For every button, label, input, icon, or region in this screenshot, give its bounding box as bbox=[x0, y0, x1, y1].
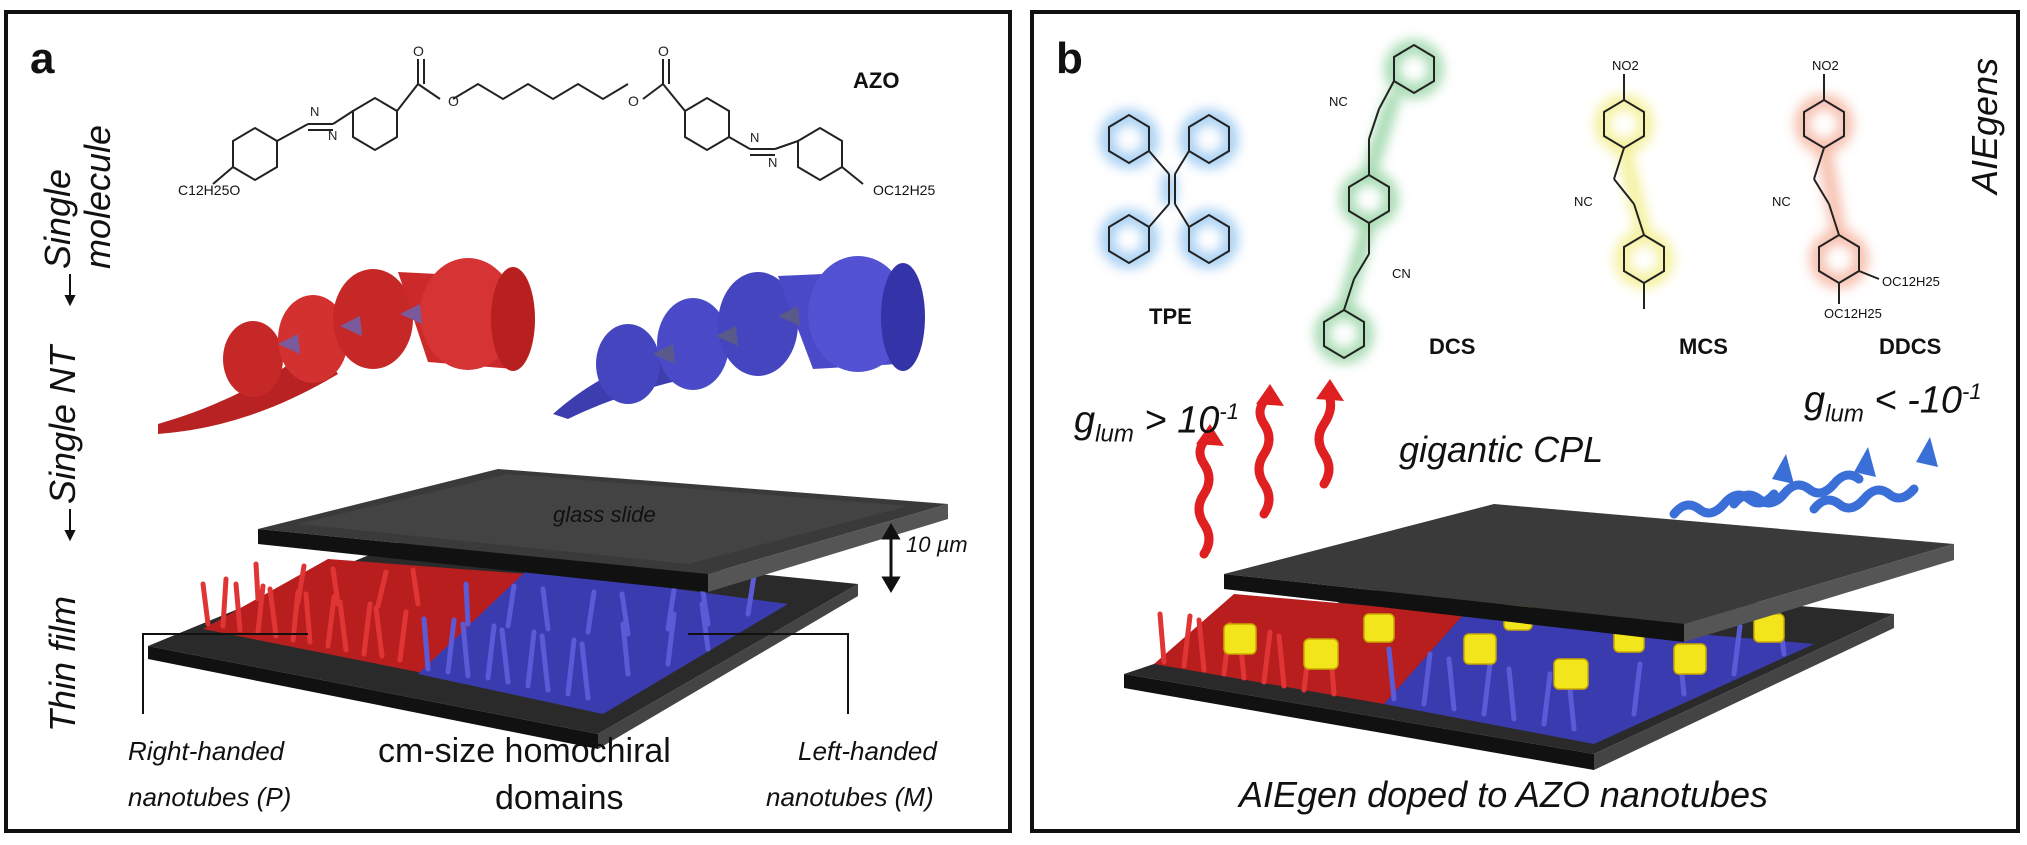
blue-nanotube bbox=[553, 256, 925, 419]
cpl-arrows-red bbox=[1194, 379, 1344, 559]
panel-b-letter: b bbox=[1056, 34, 1083, 83]
glum-right-g: g bbox=[1804, 379, 1826, 422]
azo-right-tail: OC12H25 bbox=[873, 182, 936, 198]
left-handed-label-2: nanotubes (M) bbox=[766, 782, 934, 812]
callout-lines bbox=[142, 633, 849, 714]
dcs-label: DCS bbox=[1429, 334, 1476, 359]
glum-right-label: glum < -10-1 bbox=[1804, 379, 1982, 428]
cpl-arrows-blue bbox=[1669, 437, 1938, 519]
thin-film-device bbox=[148, 469, 948, 749]
red-nanotube bbox=[158, 258, 535, 434]
svg-text:N: N bbox=[768, 155, 777, 170]
panel-a-graphics: O O O O N N N N bbox=[64, 43, 948, 749]
side-label-single-molecule: Single molecule bbox=[37, 124, 118, 269]
domains-label-2: domains bbox=[495, 779, 624, 817]
svg-text:N: N bbox=[310, 104, 319, 119]
glum-right-value: < -10 bbox=[1863, 379, 1963, 422]
glum-right-exp: -1 bbox=[1962, 379, 1982, 404]
gap-label: 10 µm bbox=[906, 532, 968, 557]
left-handed-label-1: Left-handed bbox=[798, 736, 937, 766]
ddcs-nitro-label: NO2 bbox=[1812, 58, 1839, 73]
ddcs-structure bbox=[1795, 74, 1880, 304]
svg-text:O: O bbox=[628, 93, 639, 109]
glum-left-sub: lum bbox=[1095, 420, 1134, 448]
svg-text:O: O bbox=[448, 93, 459, 109]
mcs-structure bbox=[1595, 74, 1673, 309]
panel-a-letter: a bbox=[30, 34, 55, 83]
tpe-structure bbox=[1100, 110, 1238, 268]
svg-text:O: O bbox=[413, 43, 424, 59]
side-label-thin-film: Thin film bbox=[42, 595, 83, 732]
svg-text:N: N bbox=[328, 128, 337, 143]
panel-b-graphics bbox=[1100, 40, 1954, 770]
dcs-cn2-label: CN bbox=[1392, 266, 1411, 281]
side-label-single-nt: Single NT bbox=[42, 345, 83, 504]
glum-left-g: g bbox=[1074, 399, 1096, 442]
ddcs-cn-label: NC bbox=[1772, 194, 1791, 209]
right-handed-label-1: Right-handed bbox=[128, 736, 285, 766]
glum-left-exp: -1 bbox=[1219, 399, 1239, 424]
gigantic-cpl-label: gigantic CPL bbox=[1399, 429, 1604, 470]
svg-text:O: O bbox=[658, 43, 669, 59]
glum-left-label: glum > 10-1 bbox=[1074, 399, 1239, 448]
azo-label: AZO bbox=[853, 68, 900, 93]
azo-molecule-structure bbox=[212, 59, 864, 185]
panel-b: b AIEgens TPE DCS MCS DDCS NC CN NO2 NC … bbox=[1030, 10, 2020, 833]
glum-left-value: > 10 bbox=[1133, 399, 1220, 442]
aiegens-label: AIEgens bbox=[1964, 57, 2005, 194]
tpe-label: TPE bbox=[1149, 304, 1192, 329]
mcs-nitro-label: NO2 bbox=[1612, 58, 1639, 73]
glass-slide-label: glass slide bbox=[553, 502, 656, 527]
doped-thin-film-device bbox=[1124, 504, 1954, 770]
dcs-cn-label: NC bbox=[1329, 94, 1348, 109]
right-handed-label-2: nanotubes (P) bbox=[128, 782, 292, 812]
ddcs-label: DDCS bbox=[1879, 334, 1942, 359]
gap-arrow bbox=[881, 523, 901, 593]
blue-nanotube-forest bbox=[418, 569, 788, 714]
svg-text:N: N bbox=[750, 130, 759, 145]
mcs-cn-label: NC bbox=[1574, 194, 1593, 209]
azo-left-tail: C12H25O bbox=[178, 182, 241, 198]
side-arrows bbox=[64, 274, 76, 542]
caption-label: AIEgen doped to AZO nanotubes bbox=[1239, 774, 1769, 815]
red-nanotube-forest bbox=[200, 559, 528, 674]
domains-label-1: cm-size homochiral bbox=[378, 732, 671, 770]
glum-right-sub: lum bbox=[1825, 400, 1864, 428]
panel-a: O O O O N N N N bbox=[4, 10, 1012, 833]
ddcs-oc2-label: OC12H25 bbox=[1824, 306, 1882, 321]
ddcs-oc1-label: OC12H25 bbox=[1882, 274, 1940, 289]
mcs-label: MCS bbox=[1679, 334, 1728, 359]
dcs-structure bbox=[1315, 40, 1443, 363]
